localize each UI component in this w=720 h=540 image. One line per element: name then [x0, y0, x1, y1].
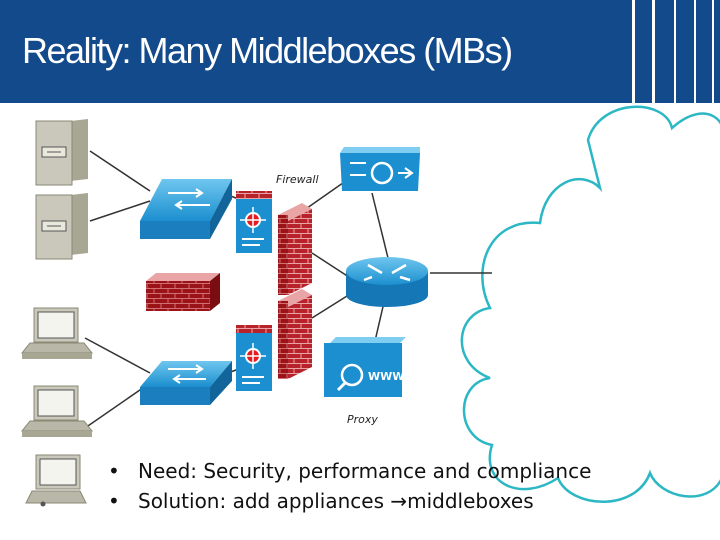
ids-icon — [236, 325, 272, 391]
bullet-list: •Need: Security, performance and complia… — [108, 456, 591, 516]
server-icon — [35, 119, 88, 186]
desktop-icon — [20, 385, 94, 437]
bullet-item: •Solution: add appliances →middleboxes — [108, 489, 534, 513]
firewall-icon — [146, 273, 220, 311]
desktop-icon — [20, 307, 94, 359]
server-icon — [35, 193, 88, 260]
router-icon — [346, 257, 428, 307]
slide-title: Reality: Many Middleboxes (MBs) — [22, 30, 513, 71]
www-text: WWW — [368, 370, 404, 383]
cloud-icon — [460, 105, 720, 503]
firewall-label: Firewall — [276, 173, 319, 186]
proxy-icon: WWW — [324, 337, 406, 397]
vpn-icon — [340, 147, 420, 191]
proxy-label: Proxy — [347, 413, 378, 426]
title-bar — [0, 0, 720, 103]
switch-icon — [140, 179, 232, 239]
title-accent — [622, 0, 720, 103]
firewall-icon — [278, 203, 312, 295]
firewall-icon — [278, 289, 312, 379]
network-diagram: Firewall — [20, 105, 720, 507]
switch-icon — [140, 361, 232, 405]
bullet-item: •Need: Security, performance and complia… — [108, 459, 592, 483]
ids-icon — [236, 191, 272, 253]
laptop-icon — [25, 454, 87, 507]
